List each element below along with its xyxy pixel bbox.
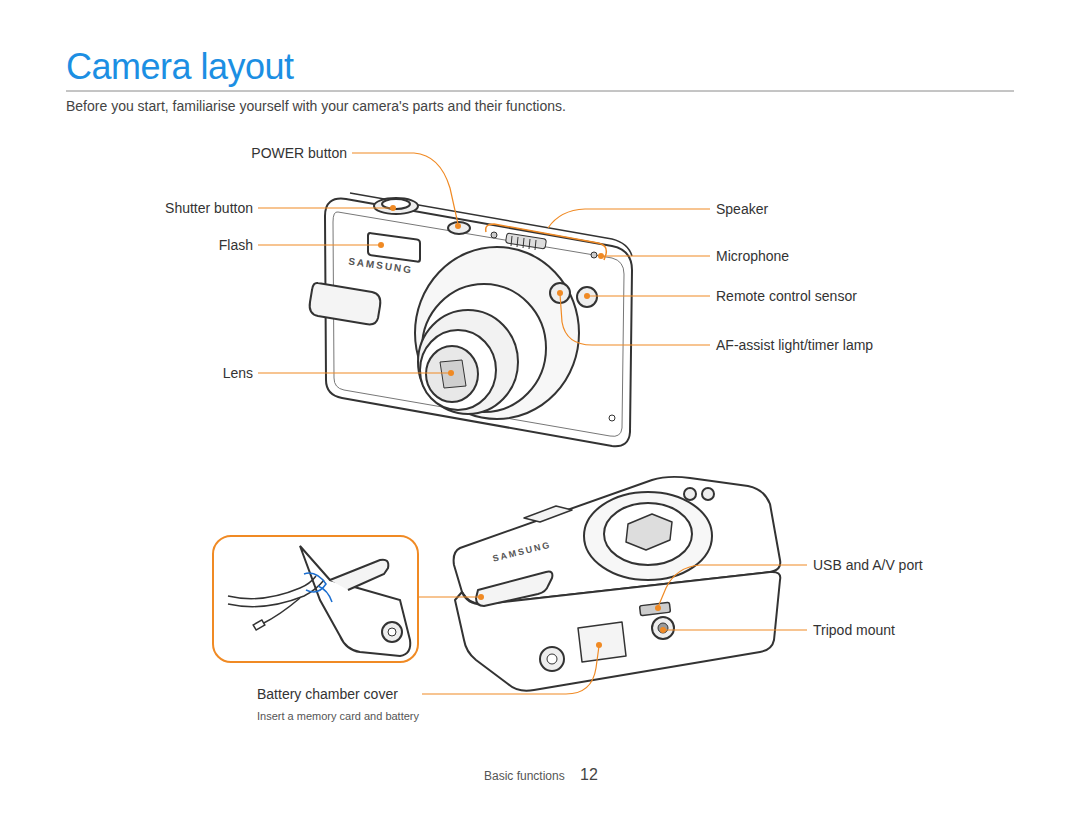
part-label: AF-assist light/timer lamp bbox=[716, 337, 873, 354]
part-note: Insert a memory card and battery bbox=[257, 710, 419, 723]
title-rule bbox=[66, 91, 1014, 92]
page-number: 12 bbox=[580, 765, 598, 784]
part-label: Tripod mount bbox=[813, 622, 895, 639]
page-title: Camera layout bbox=[66, 46, 294, 88]
part-label: Remote control sensor bbox=[716, 288, 857, 305]
part-label: POWER button bbox=[251, 145, 347, 162]
part-label: Lens bbox=[223, 365, 253, 382]
inset-frame bbox=[213, 536, 418, 662]
part-label: USB and A/V port bbox=[813, 557, 923, 574]
part-label: Microphone bbox=[716, 248, 789, 265]
camera-front bbox=[310, 193, 632, 446]
part-label: Flash bbox=[219, 237, 253, 254]
part-label: Shutter button bbox=[165, 200, 253, 217]
camera-bottom bbox=[454, 477, 781, 691]
part-label: Battery chamber cover bbox=[257, 686, 398, 703]
intro-text: Before you start, familiarise yourself w… bbox=[66, 98, 566, 115]
strap-illustration bbox=[228, 546, 410, 656]
part-label: Speaker bbox=[716, 201, 768, 218]
leader-dots bbox=[378, 205, 666, 648]
footer-section: Basic functions bbox=[484, 769, 565, 783]
leader-lines bbox=[258, 153, 807, 694]
